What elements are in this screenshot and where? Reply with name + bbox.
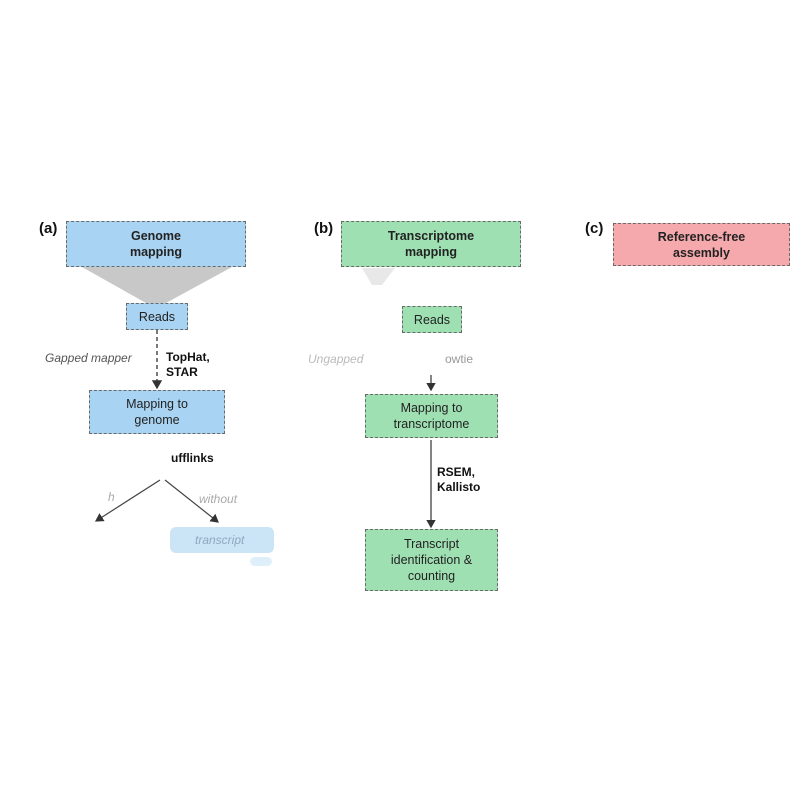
- faded-transcript-label: transcript: [195, 533, 245, 547]
- genome-mapping-box: Genome mapping: [66, 221, 246, 267]
- transcript-identification-box: Transcript identification & counting: [365, 529, 498, 591]
- panel-a-label: (a): [39, 220, 58, 237]
- branch-right-label: without: [199, 492, 238, 506]
- transcriptome-mapping-box: Transcriptome mapping: [341, 221, 521, 267]
- transcriptome-funnel-remnant: [362, 268, 395, 285]
- panel-c-label: (c): [585, 220, 604, 237]
- bowtie-label: owtie: [445, 352, 474, 366]
- ungapped-label: Ungapped: [308, 352, 364, 366]
- cufflinks-label: ufflinks: [171, 451, 214, 465]
- rsem-kallisto-label: RSEM, Kallisto: [437, 465, 481, 494]
- branch-left-label: h: [108, 490, 115, 504]
- gapped-mapper-label: Gapped mapper: [45, 351, 132, 365]
- faded-transcript-box: [170, 527, 274, 553]
- reference-free-assembly-box: Reference-free assembly: [613, 223, 790, 266]
- tophat-star-label: TopHat, STAR: [166, 350, 210, 379]
- panel-b-label: (b): [314, 220, 334, 237]
- faded-transcript-box-trace: [250, 557, 272, 566]
- mapping-to-genome-box: Mapping to genome: [89, 390, 225, 434]
- genome-funnel: [82, 267, 232, 303]
- mapping-to-transcriptome-box: Mapping to transcriptome: [365, 394, 498, 438]
- edge-branch-right: [164, 479, 219, 523]
- edge-branch-left: [94, 479, 161, 522]
- reads-box-b: Reads: [402, 306, 462, 333]
- reads-box-a: Reads: [126, 303, 188, 330]
